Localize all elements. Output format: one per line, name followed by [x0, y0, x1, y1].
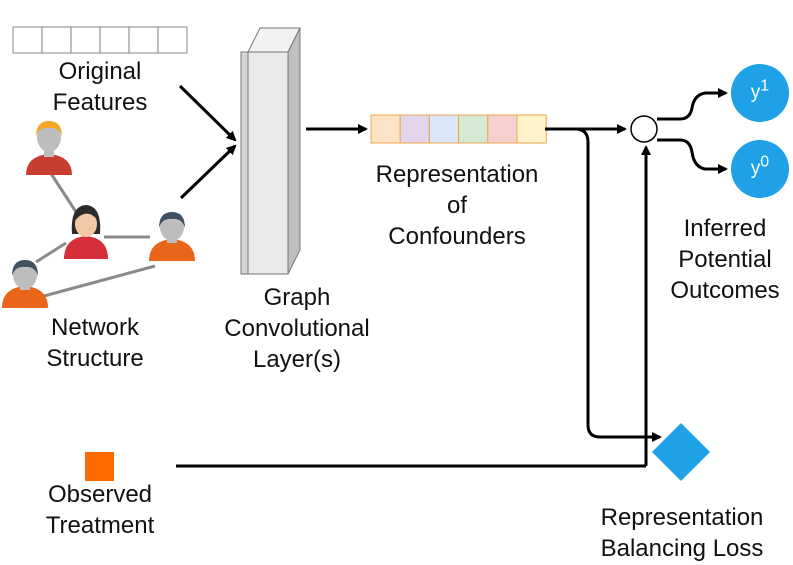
original-features-line-2: Features	[52, 89, 148, 116]
observed-treatment-label: Observed Treatment	[20, 479, 180, 541]
inferred-line-3: Outcomes	[670, 277, 780, 304]
person-orange-hair-icon	[26, 121, 72, 175]
balancing-loss-label: Representation Balancing Loss	[583, 502, 781, 564]
graph-convolutional-layer	[240, 27, 301, 275]
graph-conv-line-3: Layer(s)	[252, 346, 342, 373]
representation-cell	[428, 114, 460, 144]
representation-line-2: of	[446, 192, 467, 219]
representation-cell	[487, 114, 518, 144]
balancing-loss-line-2: Balancing Loss	[600, 535, 764, 562]
original-features-label: Original Features	[30, 56, 170, 118]
treatment-square	[85, 452, 114, 481]
arrow-network-to-gcn	[179, 144, 237, 200]
outcome-y1-node	[731, 64, 789, 122]
representation-cell	[399, 114, 430, 144]
balancing-loss-diamond	[652, 423, 710, 481]
y1-base: y	[750, 82, 761, 103]
person-female-icon	[64, 205, 108, 259]
inferred-line-1: Inferred	[683, 215, 767, 242]
graph-conv-line-1: Graph	[263, 284, 331, 311]
merge-node	[630, 115, 658, 143]
representation-cell	[516, 114, 547, 144]
y0-sup: 0	[760, 153, 770, 171]
arrow-features-to-gcn	[178, 84, 237, 142]
original-features-line-1: Original	[58, 58, 142, 85]
arrow-to-y0	[657, 138, 728, 174]
network-structure-line-2: Structure	[46, 345, 144, 372]
arrow-to-y1	[657, 88, 728, 121]
y0-base: y	[750, 158, 761, 179]
representation-cell	[370, 114, 401, 144]
graph-conv-line-2: Convolutional	[224, 315, 370, 342]
original-features-vector	[12, 26, 188, 54]
network-structure-line-1: Network	[50, 314, 140, 341]
y1-sup: 1	[760, 77, 770, 95]
arrow-representation-to-balancing	[574, 127, 662, 442]
person-blue-hair-icon	[149, 212, 195, 261]
representation-line-1: Representation	[375, 161, 539, 188]
balancing-loss-line-1: Representation	[600, 504, 764, 531]
observed-treatment-line-1: Observed	[47, 481, 153, 508]
representation-line-3: Confounders	[388, 223, 526, 250]
outcome-y1-label: y1	[731, 68, 789, 118]
outcome-y0-label: y0	[731, 144, 789, 194]
outcome-y0-node	[731, 140, 789, 198]
network-structure-label: Network Structure	[25, 312, 165, 374]
inferred-outcomes-label: Inferred Potential Outcomes	[650, 213, 793, 306]
graph-conv-label: Graph Convolutional Layer(s)	[207, 282, 387, 375]
network-edges	[35, 171, 156, 298]
inferred-line-2: Potential	[678, 246, 772, 273]
representation-label: Representation of Confounders	[357, 159, 557, 252]
representation-vector	[370, 114, 547, 144]
person-blue-hair-icon	[2, 260, 48, 308]
observed-treatment-line-2: Treatment	[45, 512, 155, 539]
representation-cell	[458, 114, 489, 144]
